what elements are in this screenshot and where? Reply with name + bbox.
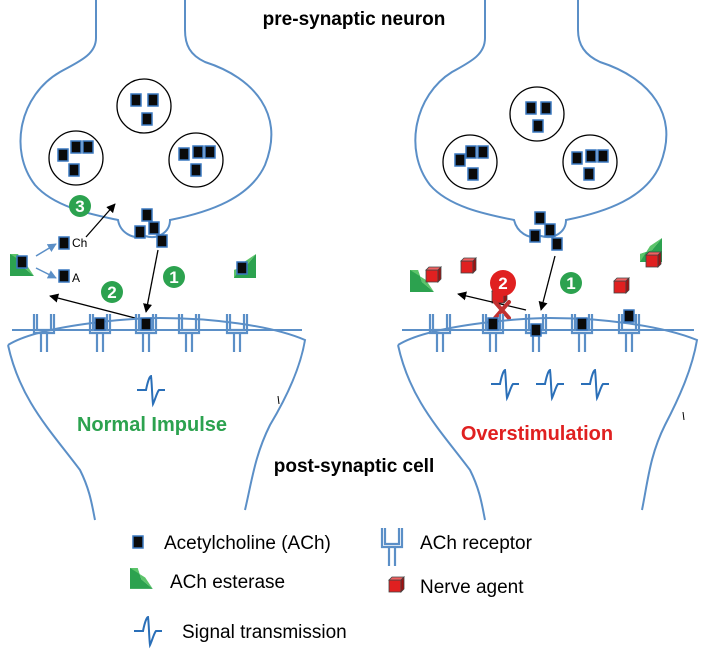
svg-text:2: 2 xyxy=(107,283,116,302)
left-step-2-badge xyxy=(101,281,123,303)
left-step-1-badge xyxy=(163,266,185,288)
legend-esterase-label: ACh esterase xyxy=(170,572,285,593)
presynaptic-title: pre-synaptic neuron xyxy=(263,9,446,30)
right-signal-1 xyxy=(490,369,520,399)
legend-signal-icon xyxy=(133,616,163,646)
right-panel: 2 1 Overstimulation xyxy=(397,0,699,521)
svg-text:1: 1 xyxy=(566,274,575,293)
choline-label: Ch xyxy=(72,236,87,250)
legend: Acetylcholine (ACh) ACh esterase Signal … xyxy=(130,526,533,646)
blocked-x-icon xyxy=(493,300,511,320)
right-step-1-badge xyxy=(560,272,582,294)
legend-signal-label: Signal transmission xyxy=(182,622,347,643)
right-signal-2 xyxy=(535,369,565,399)
legend-esterase-icon xyxy=(130,568,153,589)
legend-agent-label: Nerve agent xyxy=(420,577,524,598)
legend-agent-icon xyxy=(388,576,405,593)
legend-receptor-label: ACh receptor xyxy=(420,533,533,554)
right-presynaptic-terminal xyxy=(414,0,668,238)
overstimulation-label: Overstimulation xyxy=(461,423,613,445)
svg-text:1: 1 xyxy=(169,268,178,287)
legend-receptor-icon xyxy=(380,526,404,568)
svg-text:2: 2 xyxy=(498,274,507,293)
postsynaptic-title: post-synaptic cell xyxy=(274,456,435,477)
right-step-2-badge xyxy=(490,270,516,296)
acetate-label: A xyxy=(72,271,80,285)
left-step-3-badge xyxy=(69,195,91,217)
left-panel: Ch A 3 2 1 Normal Impulse xyxy=(7,0,307,521)
right-signal-3 xyxy=(580,369,610,399)
legend-ach-icon xyxy=(132,535,144,549)
left-signal xyxy=(136,375,166,405)
legend-ach-label: Acetylcholine (ACh) xyxy=(164,533,331,554)
normal-impulse-label: Normal Impulse xyxy=(77,414,227,436)
svg-text:3: 3 xyxy=(75,197,84,216)
